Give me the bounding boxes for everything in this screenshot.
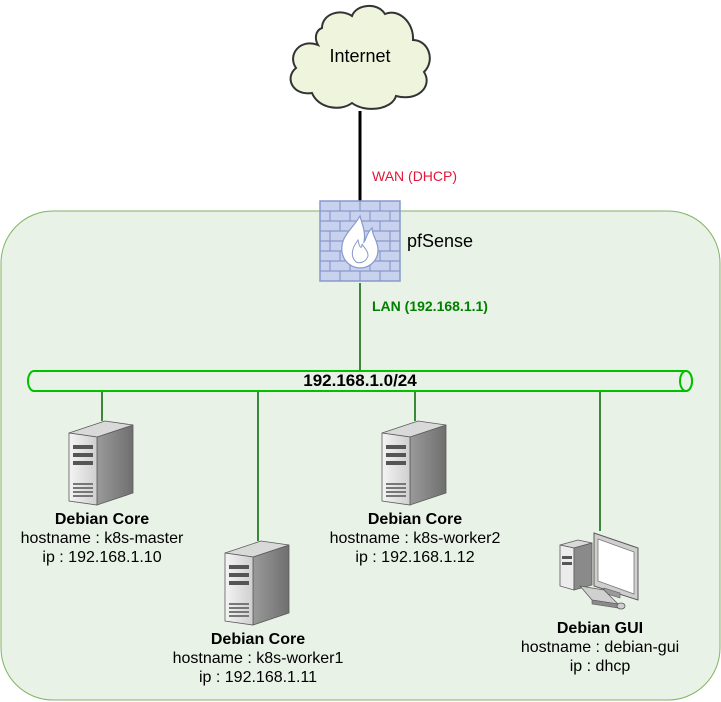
host-hostname: hostname : k8s-worker2 [329,530,501,547]
server-icon-k8s-worker2 [381,420,447,506]
firewall-label: pfSense [407,231,474,251]
host-title: Debian Core [210,631,306,648]
network-bus [27,370,693,392]
internet-cloud-icon [289,5,431,110]
internet-label: Internet [329,46,391,66]
host-title: Debian Core [367,511,463,528]
host-label-debian-gui: Debian GUI hostname : debian-gui ip : dh… [500,619,700,676]
host-ip: ip : dhcp [569,658,631,675]
host-ip: ip : 192.168.1.10 [42,549,162,566]
network-label: 192.168.1.0/24 [303,371,417,390]
host-hostname: hostname : k8s-worker1 [172,650,344,667]
host-ip: ip : 192.168.1.12 [355,549,475,566]
server-icon-k8s-master [68,420,134,506]
host-hostname: hostname : k8s-master [20,530,184,547]
workstation-icon-debian-gui [559,532,639,610]
host-title: Debian Core [54,511,150,528]
host-label-k8s-master: Debian Core hostname : k8s-master ip : 1… [2,510,202,567]
host-hostname: hostname : debian-gui [520,639,680,656]
host-label-k8s-worker2: Debian Core hostname : k8s-worker2 ip : … [315,510,515,567]
wan-label: WAN (DHCP) [372,168,458,184]
host-label-k8s-worker1: Debian Core hostname : k8s-worker1 ip : … [158,630,358,687]
server-icon-k8s-worker1 [224,540,290,626]
host-title: Debian GUI [556,620,644,637]
host-ip: ip : 192.168.1.11 [198,669,318,686]
lan-label: LAN (192.168.1.1) [372,298,488,314]
firewall-icon [319,200,401,282]
